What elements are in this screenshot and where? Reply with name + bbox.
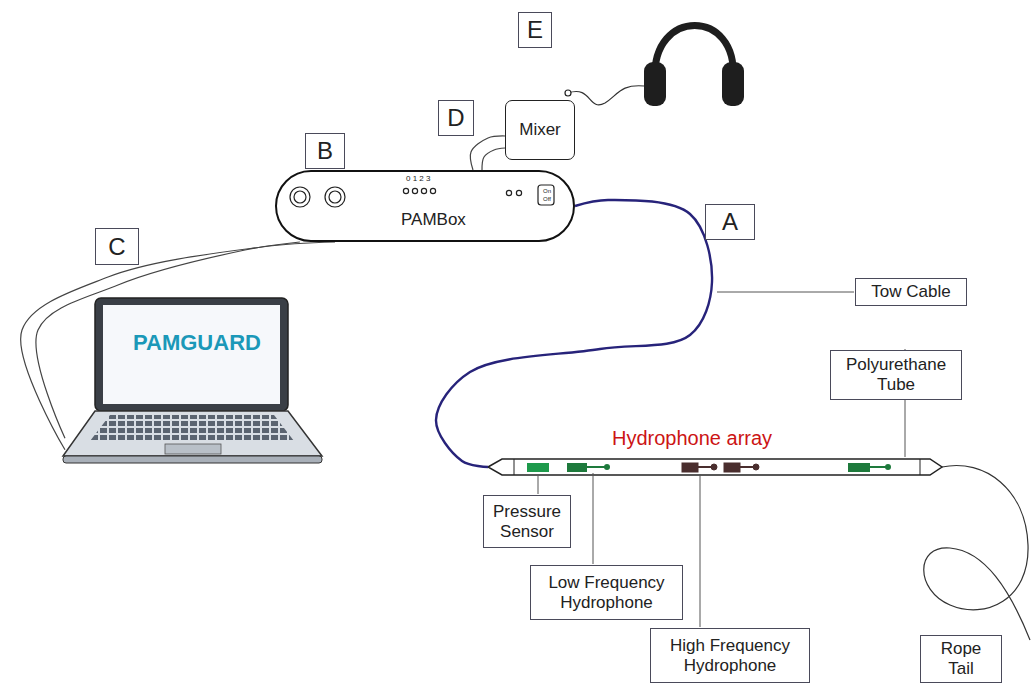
box-label: B: [317, 137, 333, 165]
part-label: Off: [543, 196, 551, 203]
callout-label: Pressure Sensor: [483, 495, 571, 548]
box-label: E: [527, 16, 543, 44]
callout-letter: B: [305, 133, 345, 169]
box-label: C: [108, 233, 125, 261]
callout-label: High Frequency Hydrophone: [650, 628, 810, 683]
box-label: A: [722, 208, 738, 236]
part-label: PAMBox: [401, 210, 466, 230]
box-label: Low Frequency Hydrophone: [537, 573, 676, 612]
low-frequency-hydrophone: [848, 463, 891, 472]
pressure-sensor: [527, 463, 549, 472]
callout-letter: D: [438, 100, 474, 136]
headphone-jack: [565, 90, 571, 96]
signal-cable: [21, 242, 335, 450]
callout-label: Low Frequency Hydrophone: [530, 565, 683, 620]
high-frequency-hydrophone: [682, 463, 759, 472]
callout-letter: C: [95, 228, 139, 265]
signal-cable: [470, 136, 505, 170]
laptop: [63, 298, 322, 463]
pambox-unit: 0 1 2 3 OnOffPAMBox: [275, 170, 575, 242]
box-label: High Frequency Hydrophone: [657, 636, 803, 675]
callout-label: Tow Cable: [855, 278, 967, 306]
box-label: Rope Tail: [927, 639, 995, 678]
callout-letter: E: [518, 12, 552, 48]
callout-label: Polyurethane Tube: [830, 350, 962, 400]
part-label: 0 1 2 3: [406, 174, 430, 183]
headphone-wire: [568, 86, 644, 105]
signal-cable: [36, 242, 300, 438]
callout-letter: A: [705, 204, 755, 240]
laptop: PAMGUARD: [65, 298, 320, 463]
pambox-details: [290, 185, 554, 207]
box-label: Tow Cable: [871, 282, 950, 302]
box-label: Pressure Sensor: [490, 502, 564, 541]
hydrophone-array: Hydrophone array: [488, 458, 942, 476]
rope-tail: [924, 465, 1030, 640]
headphones: [644, 26, 744, 107]
part-label: On: [543, 188, 551, 195]
signal-cable: [482, 148, 505, 170]
box-label: Polyurethane Tube: [837, 355, 955, 394]
low-frequency-hydrophone: [567, 463, 610, 472]
leader-lines: [538, 292, 905, 627]
part-label: Hydrophone array: [612, 427, 772, 450]
part-label: PAMGUARD: [133, 330, 261, 355]
hydrophone-array-tube: [488, 459, 942, 475]
box-label: D: [447, 104, 464, 132]
mixer-box: Mixer: [505, 100, 575, 160]
box-label: Mixer: [519, 120, 561, 140]
callout-label: Rope Tail: [920, 635, 1002, 683]
